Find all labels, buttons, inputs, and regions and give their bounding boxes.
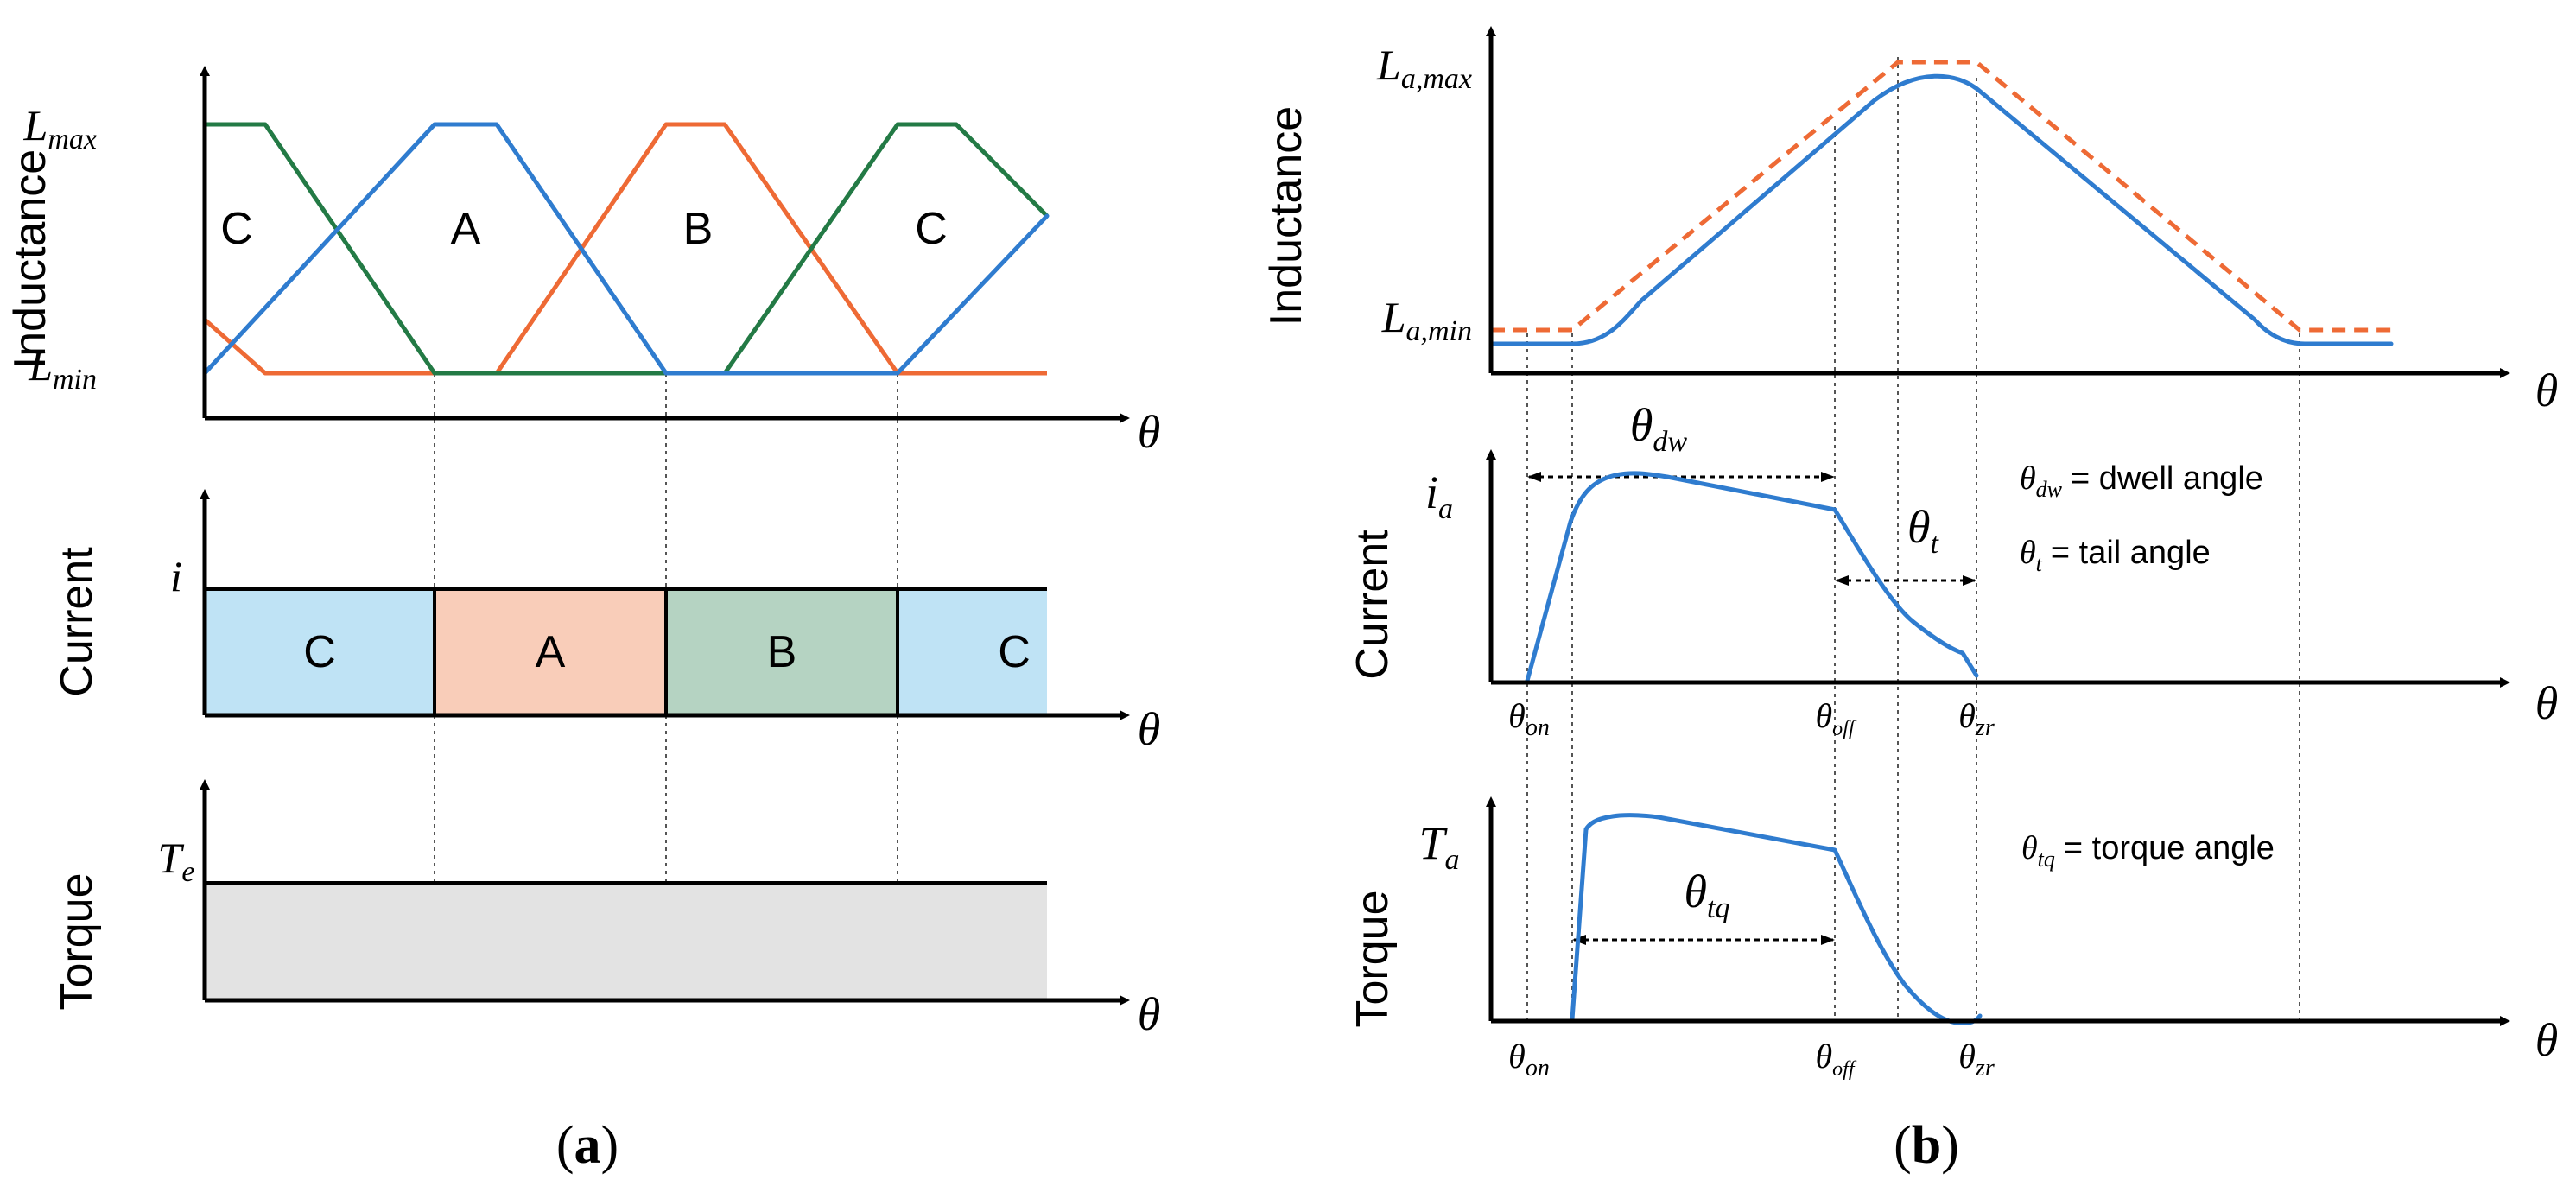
torque-plot-a: Torque Te θ: [52, 779, 1161, 1040]
theta-axis-label: θ: [1138, 406, 1161, 458]
panel-b: Inductance La,max La,min θ Current ia θd…: [1261, 26, 2559, 1175]
phase-boundary-lines: [434, 373, 898, 881]
max-inductance-envelope: [1491, 60, 2391, 333]
dwell-angle-label: θdw: [1630, 399, 1688, 458]
panel-a-caption: (a): [556, 1116, 619, 1175]
current-block-label-b: B: [767, 627, 797, 677]
theta-axis-label: θ: [2535, 365, 2559, 416]
lmin-label: Lmin: [28, 341, 97, 396]
inductance-plot-b: Inductance La,max La,min θ: [1261, 26, 2559, 416]
current-block-label-c1: C: [303, 627, 336, 677]
torque-symbol: Ta: [1418, 817, 1459, 876]
torque-symbol: Te: [158, 834, 195, 888]
inductance-axis-label: Inductance: [5, 149, 55, 369]
current-block-b: [666, 589, 898, 714]
region-label-b: B: [683, 204, 714, 254]
torque-plot-b: Torque Ta θtq θtq= torque angle θ θon θo…: [1348, 796, 2559, 1082]
current-axis-label: Current: [1348, 530, 1398, 680]
la-min-label: La,min: [1381, 293, 1472, 347]
legend-tail-angle: θt= tail angle: [2020, 535, 2211, 576]
phase-current-waveform: [1525, 471, 1979, 683]
torque-angle-label: θtq: [1685, 866, 1730, 924]
torque-axis-label: Torque: [52, 873, 102, 1011]
theta-axis-label: θ: [2535, 677, 2559, 729]
lmax-label: Lmax: [23, 101, 97, 155]
current-plot-a: Current i C A B C θ: [52, 489, 1161, 755]
torque-axis-label: Torque: [1348, 891, 1398, 1028]
torque-area: [205, 883, 1047, 999]
theta-axis-label: θ: [2535, 1014, 2559, 1066]
current-block-a: [435, 589, 666, 714]
phase-a-inductance: [1488, 73, 2394, 346]
tail-angle-label: θt: [1907, 501, 1940, 560]
region-label-a: A: [451, 204, 481, 254]
current-axis-label: Current: [52, 547, 102, 697]
current-block-label-a: A: [536, 627, 566, 677]
region-label-c2: C: [915, 204, 948, 254]
phase-a-inductance: [202, 122, 1050, 376]
theta-zr-label: θzr: [1958, 696, 1995, 741]
theta-on-label: θon: [1508, 1037, 1550, 1082]
current-symbol: ia: [1425, 466, 1453, 525]
legend-torque-angle: θtq= torque angle: [2021, 830, 2275, 872]
la-max-label: La,max: [1376, 41, 1472, 95]
inductance-axis-label: Inductance: [1261, 106, 1311, 326]
panel-b-caption: (b): [1894, 1116, 1959, 1175]
theta-off-label: θoff: [1816, 1037, 1857, 1081]
theta-zr-label: θzr: [1958, 1037, 1995, 1082]
region-label-c1: C: [220, 204, 253, 254]
current-block-c2: [898, 589, 1047, 714]
current-block-label-c2: C: [998, 627, 1031, 677]
theta-axis-label: θ: [1138, 703, 1161, 755]
theta-on-label: θon: [1508, 696, 1550, 741]
legend-dwell-angle: θdw= dwell angle: [2020, 460, 2263, 502]
theta-off-label: θoff: [1816, 696, 1857, 740]
current-block-c1: [205, 589, 435, 714]
inductance-plot-a: Inductance Lmax Lmin C A B C θ: [5, 66, 1161, 458]
current-symbol: i: [170, 552, 182, 600]
current-plot-b: Current ia θdw θt θdw= dwell angle θt= t…: [1348, 399, 2558, 741]
phase-torque-waveform: [1570, 813, 1983, 1025]
panel-a: Inductance Lmax Lmin C A B C θ Current i: [5, 66, 1161, 1175]
theta-axis-label: θ: [1138, 988, 1161, 1040]
